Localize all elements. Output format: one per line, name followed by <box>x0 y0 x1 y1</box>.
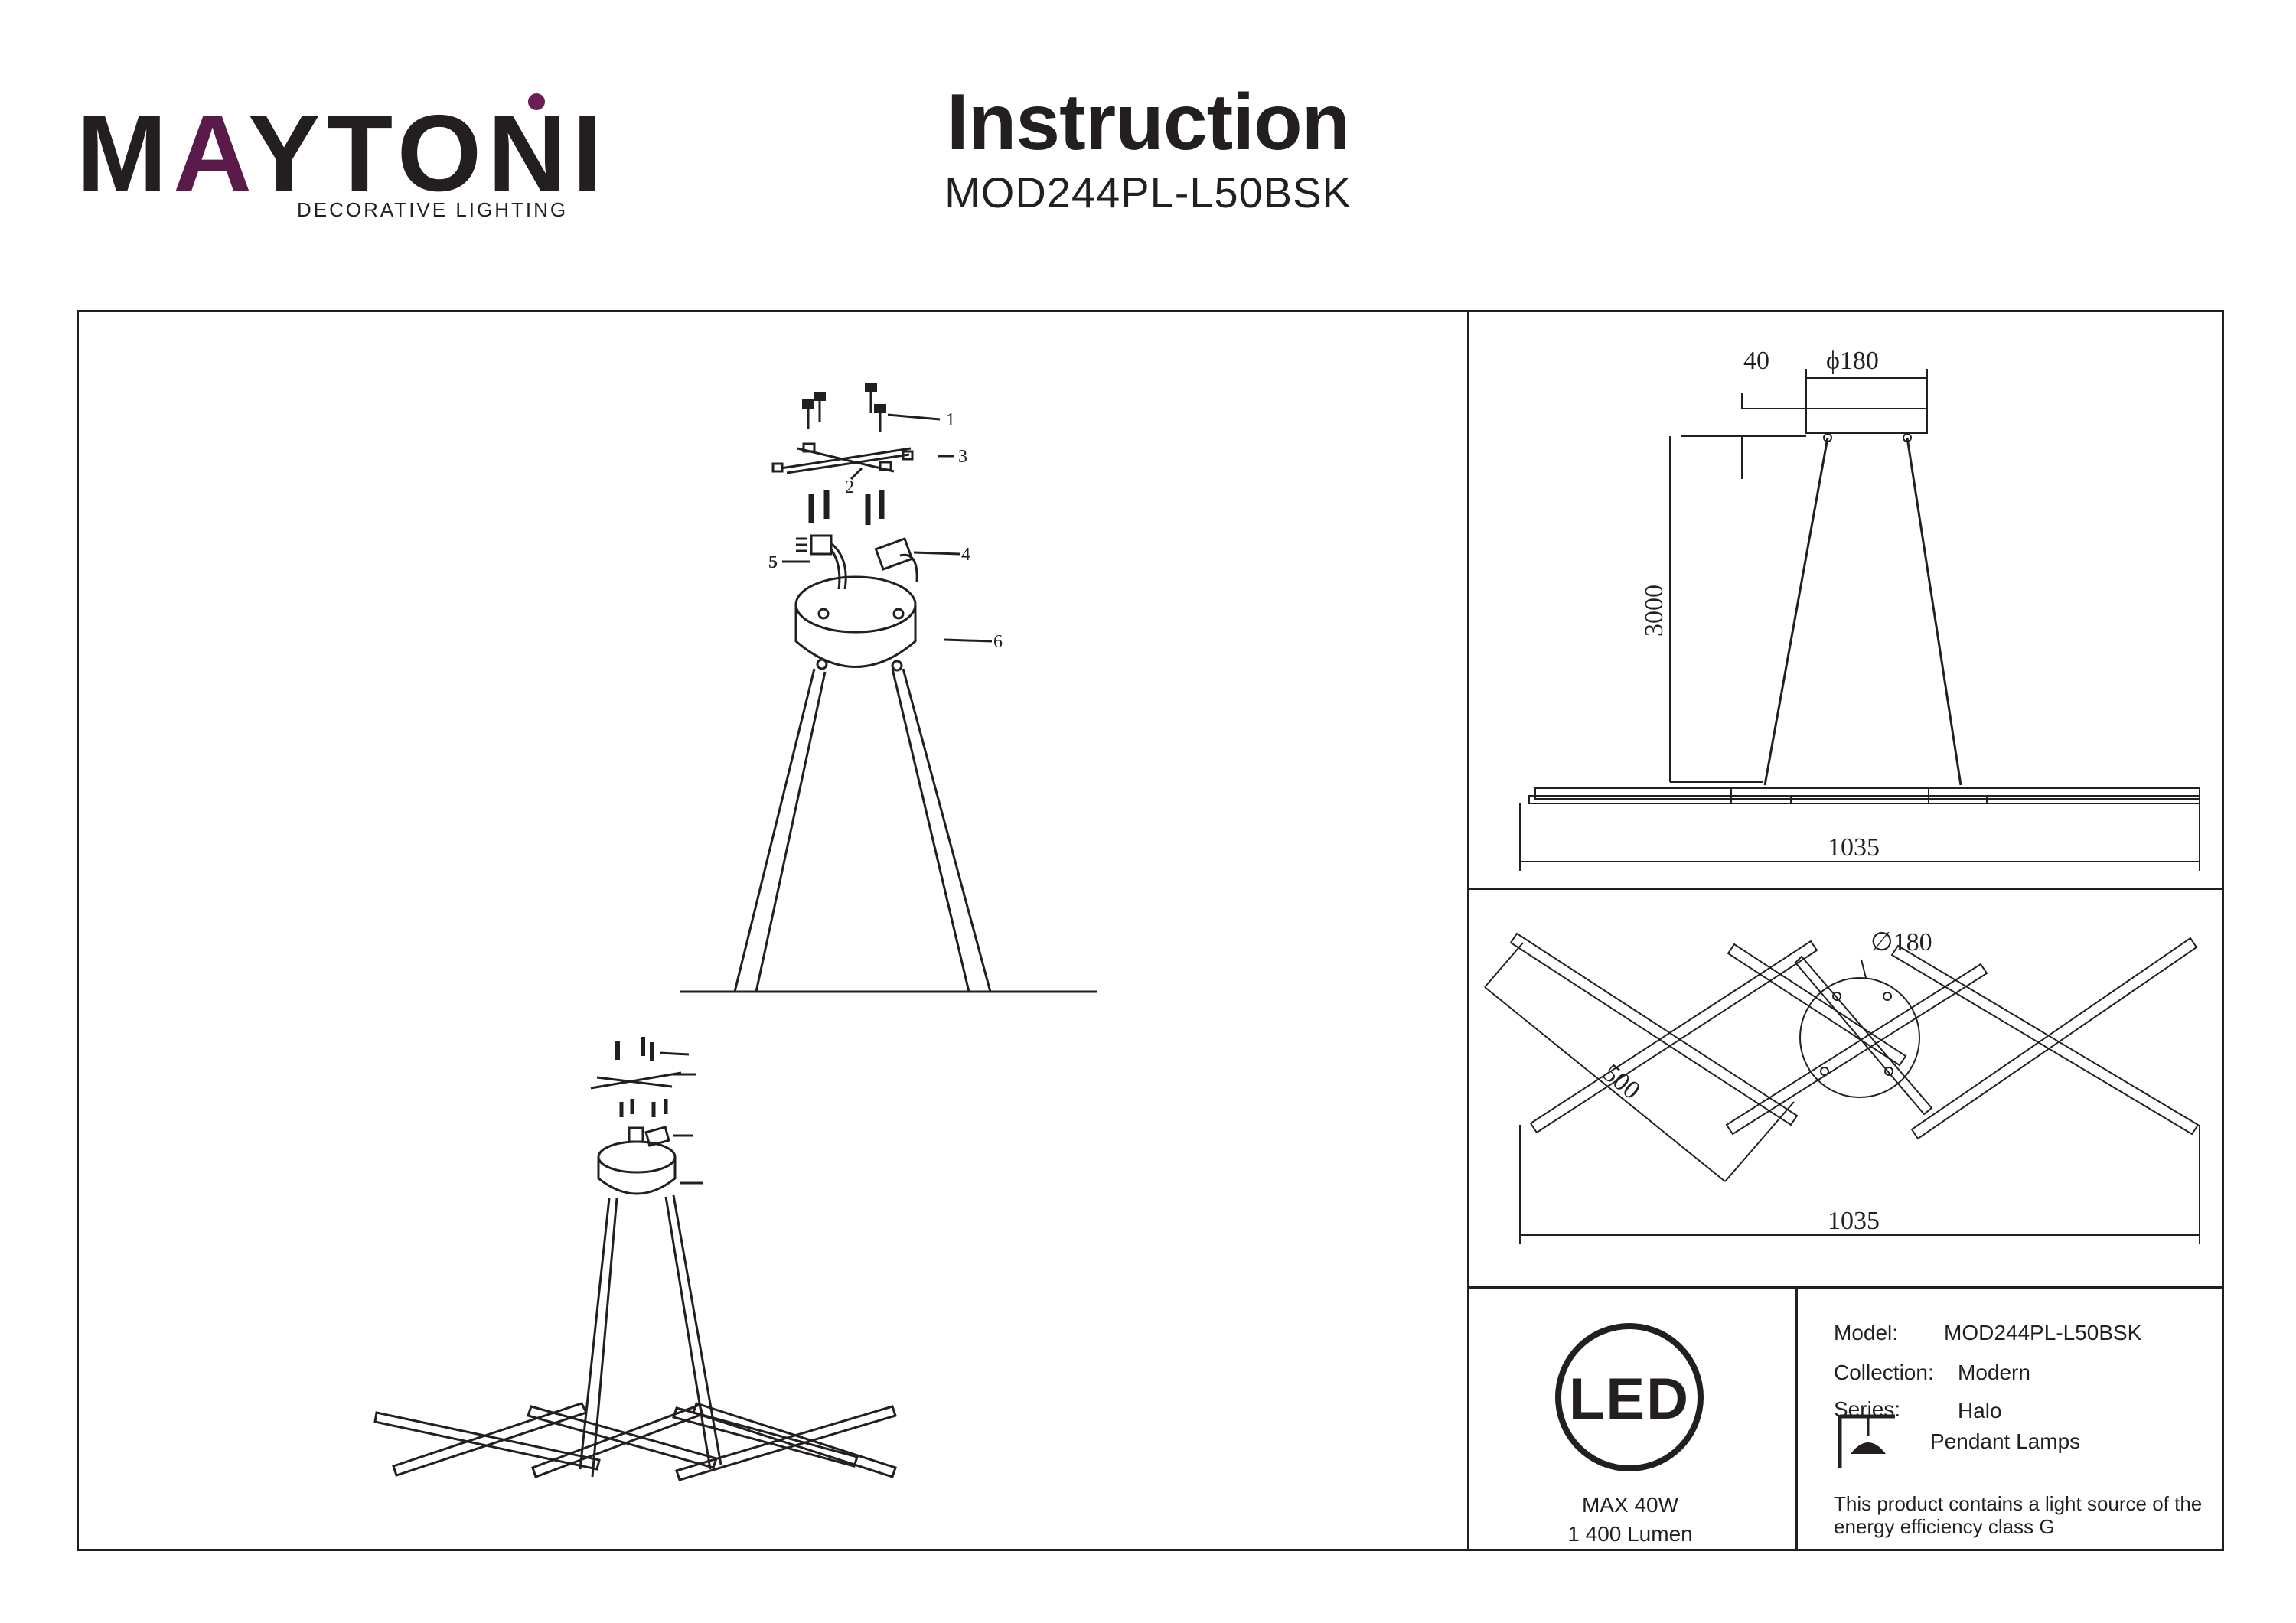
dim-cable-length: 3000 <box>1640 585 1668 637</box>
label-6: 6 <box>993 632 1003 652</box>
dim-canopy-height: 40 <box>1743 347 1769 375</box>
pendant-lamp-icon <box>1838 1414 1895 1468</box>
label-3: 3 <box>958 447 967 467</box>
side-elevation: 40 ϕ180 3000 1035 <box>1519 347 2200 871</box>
canopy <box>794 575 993 672</box>
model-code: MOD244PL-L50BSK <box>944 168 1352 217</box>
max-power: MAX 40W <box>1581 1493 1679 1517</box>
category-label: Pendant Lamps <box>1930 1429 2081 1453</box>
brand-logo: MAYTONI <box>77 93 609 214</box>
series-label: Series: <box>1834 1397 1901 1421</box>
content-frame <box>77 310 2224 1551</box>
model-label: Model: <box>1834 1321 1899 1344</box>
label-4: 4 <box>961 545 970 565</box>
collection-label: Collection: <box>1834 1361 1934 1384</box>
panel-divider-specs <box>1467 1286 2224 1289</box>
label-1: 1 <box>946 410 955 430</box>
brand-tagline: DECORATIVE LIGHTING <box>297 198 569 221</box>
mounting-bracket <box>771 442 954 481</box>
panel-divider-dimensions <box>1467 888 2224 890</box>
top-view: ∅180 500 1035 <box>1484 928 2200 1244</box>
light-bars <box>373 1402 897 1481</box>
spec-divider <box>1795 1286 1798 1551</box>
page-title: Instruction <box>946 78 1350 167</box>
label-5: 5 <box>768 552 778 572</box>
collection-value: Modern <box>1958 1361 2030 1384</box>
dim-top-diameter: ∅180 <box>1870 928 1932 957</box>
panel-divider-vertical <box>1467 310 1469 1551</box>
lumen-output: 1 400 Lumen <box>1567 1522 1693 1546</box>
dim-bar-length: 500 <box>1597 1058 1645 1105</box>
energy-note-line2: energy efficiency class G <box>1834 1515 2055 1538</box>
logo-accent-dot <box>528 93 545 110</box>
energy-note-line1: This product contains a light source of … <box>1834 1492 2203 1515</box>
led-badge: LED <box>1555 1323 1704 1471</box>
assembled-view-small <box>373 1037 897 1481</box>
exploded-view-large: 1 2 3 4 5 6 <box>680 383 1097 993</box>
label-2: 2 <box>845 477 854 497</box>
dim-width-side: 1035 <box>1828 833 1880 862</box>
screws-top <box>802 383 941 432</box>
model-value: MOD244PL-L50BSK <box>1944 1321 2142 1344</box>
terminal-and-driver <box>782 534 960 590</box>
series-value: Halo <box>1958 1399 2002 1423</box>
led-badge-text: LED <box>1569 1367 1690 1432</box>
dim-width-top: 1035 <box>1828 1207 1880 1235</box>
dim-canopy-diameter: ϕ180 <box>1826 347 1879 375</box>
suspension-cables <box>680 668 1097 993</box>
wall-anchors <box>808 490 885 525</box>
